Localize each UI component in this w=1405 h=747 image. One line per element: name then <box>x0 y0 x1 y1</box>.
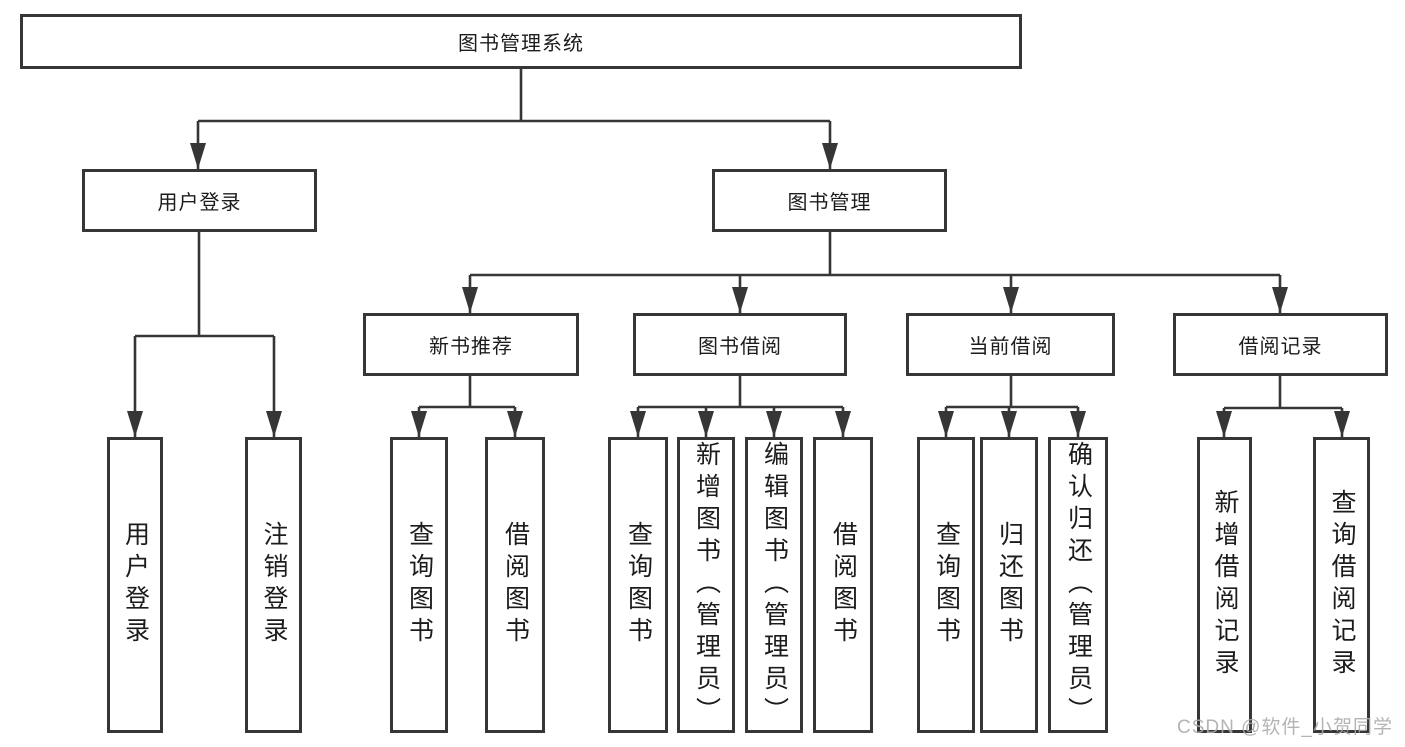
node-label: 归还图书 <box>995 521 1024 649</box>
node-label: 用户登录 <box>157 192 242 214</box>
node-label: 借阅图书 <box>501 521 530 649</box>
node-label: 查询图书 <box>405 521 434 649</box>
leaf-borrow-books-borrowing: 借阅图书 <box>813 437 873 733</box>
leaf-borrow-books-recommend: 借阅图书 <box>485 437 545 733</box>
connector-trunks <box>135 69 1342 410</box>
leaf-return-books: 归还图书 <box>980 437 1038 733</box>
node-new-book-recommendation: 新书推荐 <box>363 313 579 376</box>
leaf-query-borrow-record: 查询借阅记录 <box>1313 437 1370 733</box>
node-label: 图书管理系统 <box>458 33 584 55</box>
node-book-management: 图书管理 <box>712 169 947 232</box>
node-label: 图书管理 <box>787 192 872 214</box>
leaf-add-books-admin: 新增图书（管理员） <box>677 437 735 733</box>
node-label: 确认归还（管理员） <box>1064 441 1093 729</box>
node-label: 当前借阅 <box>968 336 1053 358</box>
leaf-edit-books-admin: 编辑图书（管理员） <box>745 437 803 733</box>
leaf-query-books-current: 查询图书 <box>917 437 975 733</box>
leaf-query-books-borrowing: 查询图书 <box>608 437 668 733</box>
node-label: 查询借阅记录 <box>1328 489 1356 681</box>
node-label: 新增借阅记录 <box>1211 489 1239 681</box>
node-label: 借阅图书 <box>829 521 858 649</box>
node-label: 编辑图书（管理员） <box>760 441 789 729</box>
node-label: 借阅记录 <box>1238 336 1323 358</box>
node-current-borrowing: 当前借阅 <box>906 313 1115 376</box>
node-label: 查询图书 <box>932 521 961 649</box>
leaf-user-login: 用户登录 <box>107 437 163 733</box>
connector-group <box>127 69 1350 437</box>
csdn-watermark: CSDN @软件_小贺同学 <box>1177 717 1393 738</box>
node-book-borrowing: 图书借阅 <box>633 313 847 376</box>
node-label: 用户登录 <box>121 521 150 649</box>
leaf-query-books-recommend: 查询图书 <box>390 437 448 733</box>
leaf-confirm-return-admin: 确认归还（管理员） <box>1048 437 1108 733</box>
node-label: 新增图书（管理员） <box>692 441 721 729</box>
node-borrowing-records: 借阅记录 <box>1173 313 1388 376</box>
node-label: 图书借阅 <box>698 336 782 358</box>
node-user-login: 用户登录 <box>82 169 317 232</box>
leaf-logout: 注销登录 <box>245 437 302 733</box>
node-label: 新书推荐 <box>429 336 513 358</box>
node-label: 查询图书 <box>624 521 653 649</box>
node-label: 注销登录 <box>260 521 288 649</box>
node-library-management-system: 图书管理系统 <box>20 14 1022 69</box>
leaf-add-borrow-record: 新增借阅记录 <box>1197 437 1252 733</box>
